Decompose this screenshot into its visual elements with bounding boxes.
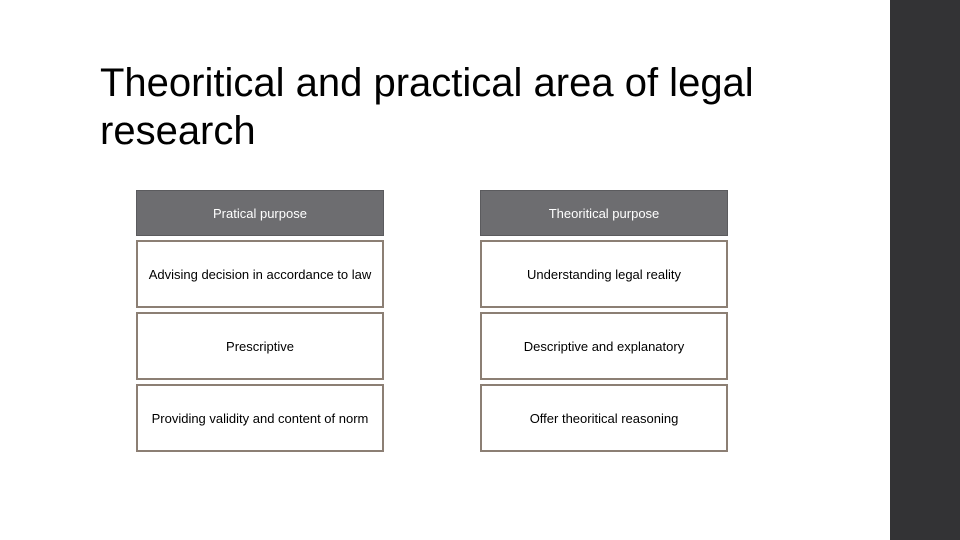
table-cell-theoretical-3: Offer theoritical reasoning bbox=[480, 384, 728, 452]
table-column-practical: Pratical purpose Advising decision in ac… bbox=[136, 190, 384, 452]
table-column-theoretical: Theoritical purpose Understanding legal … bbox=[480, 190, 728, 452]
table-cell-theoretical-2: Descriptive and explanatory bbox=[480, 312, 728, 380]
column-header-theoretical: Theoritical purpose bbox=[480, 190, 728, 236]
table-cell-practical-2: Prescriptive bbox=[136, 312, 384, 380]
table-cell-practical-3: Providing validity and content of norm bbox=[136, 384, 384, 452]
table-cell-practical-1: Advising decision in accordance to law bbox=[136, 240, 384, 308]
comparison-table: Pratical purpose Advising decision in ac… bbox=[136, 190, 728, 456]
column-header-practical: Pratical purpose bbox=[136, 190, 384, 236]
table-cell-theoretical-1: Understanding legal reality bbox=[480, 240, 728, 308]
page-title: Theoritical and practical area of legal … bbox=[100, 60, 765, 153]
right-accent-band bbox=[890, 0, 960, 540]
